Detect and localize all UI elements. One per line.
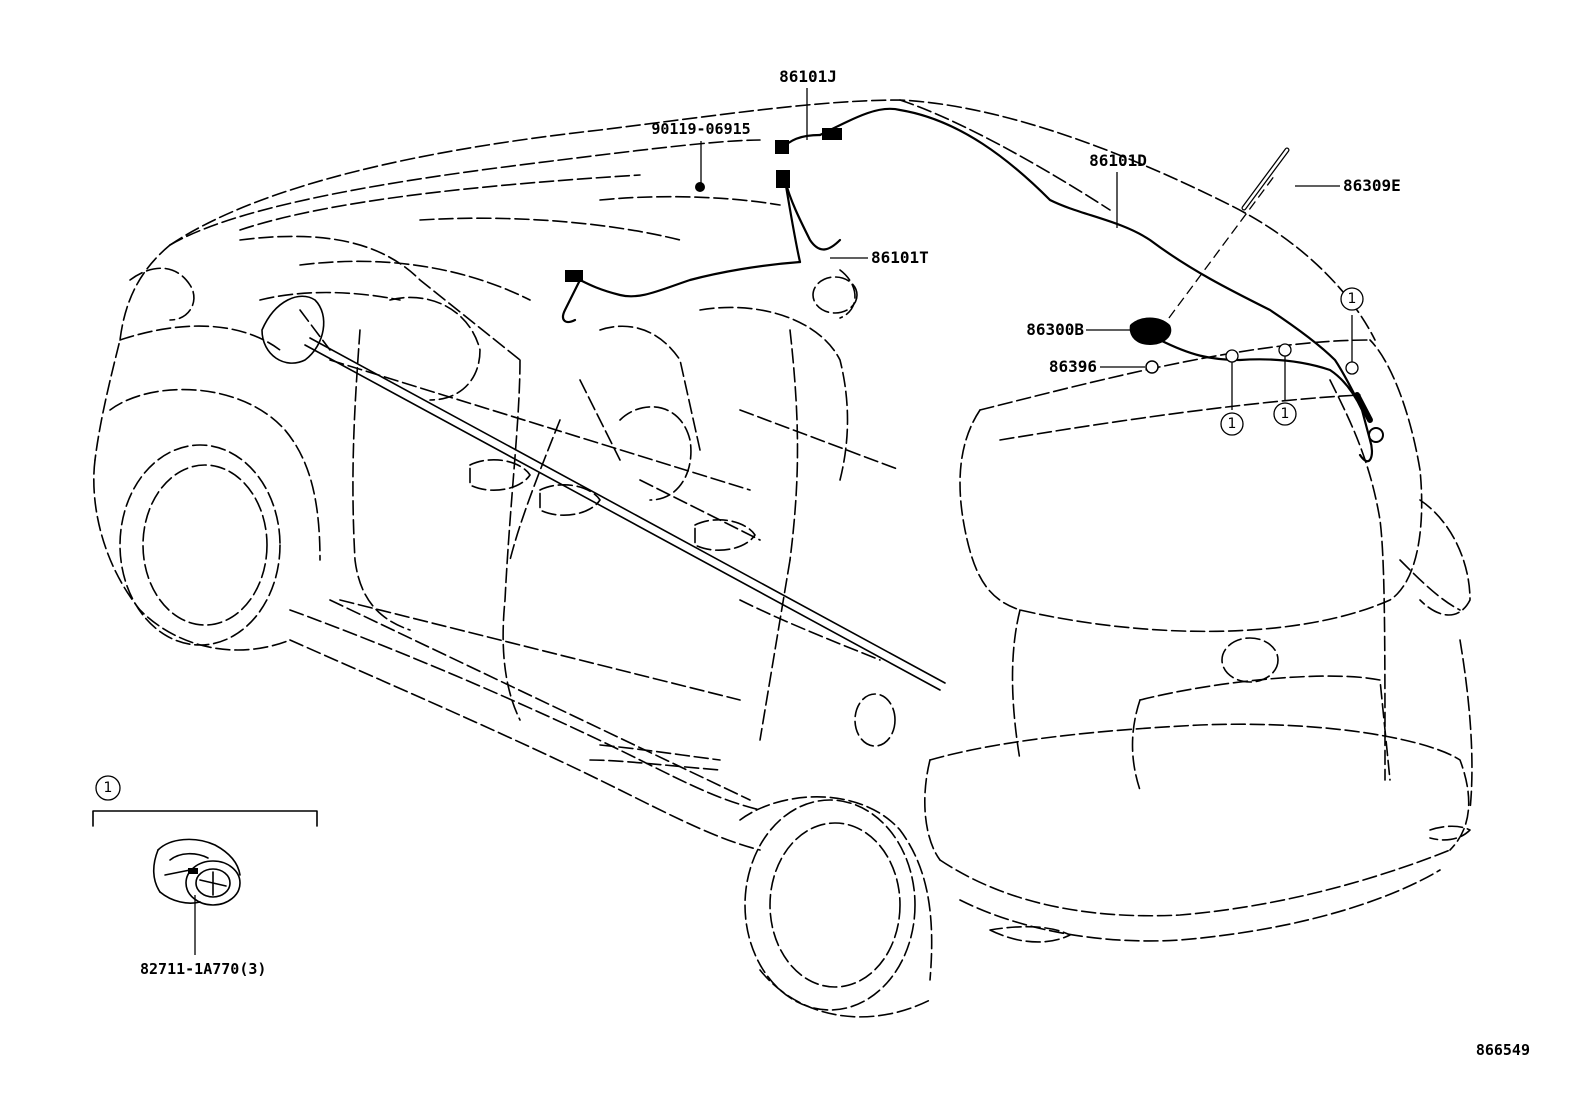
clamp-b <box>1278 343 1292 357</box>
cable-86101t-riser <box>783 178 802 264</box>
side-molding-strip <box>304 344 941 691</box>
callout-1-roof: 1 <box>1340 287 1364 311</box>
bolt-90119 <box>695 182 705 192</box>
label-90119-06915: 90119-06915 <box>651 120 750 138</box>
connector-86101j-b <box>776 170 790 188</box>
cable-86300b <box>1158 338 1374 463</box>
callout-1-clamp-b: 1 <box>1273 402 1297 426</box>
label-86300b: 86300B <box>1026 320 1084 339</box>
svg-text:1: 1 <box>104 780 113 796</box>
door-mirror <box>261 295 331 364</box>
label-86101t: 86101T <box>871 248 929 267</box>
vehicle-body-outline <box>93 99 1473 1018</box>
cable-end-connector <box>1354 392 1373 423</box>
detail-inset-clip: 1 <box>92 775 318 906</box>
cable-86101d <box>818 107 1362 407</box>
label-82711-1a770: 82711-1A770(3) <box>140 960 266 978</box>
connector-86101d <box>822 128 842 140</box>
label-86396: 86396 <box>1049 357 1097 376</box>
svg-text:1: 1 <box>1348 291 1357 307</box>
callout-1-clamp-a: 1 <box>1220 412 1244 436</box>
svg-text:1: 1 <box>1281 406 1290 422</box>
antenna-amplifier-86300b <box>1129 317 1172 345</box>
connector-86101t <box>565 270 583 282</box>
side-molding-strip-edge <box>309 337 946 684</box>
cable-end-ring <box>1368 427 1384 443</box>
nut-86396 <box>1145 360 1159 374</box>
label-86101j: 86101J <box>779 67 837 86</box>
label-86101d: 86101D <box>1089 151 1147 170</box>
clamp-a <box>1225 349 1239 363</box>
svg-text:1: 1 <box>1228 416 1237 432</box>
cable-86101t <box>561 260 802 324</box>
clamp-c <box>1345 361 1359 375</box>
diagram-id: 866549 <box>1476 1041 1530 1059</box>
leader-lines <box>194 88 1353 955</box>
label-86309e: 86309E <box>1343 176 1401 195</box>
connector-86101j-a <box>775 140 789 154</box>
